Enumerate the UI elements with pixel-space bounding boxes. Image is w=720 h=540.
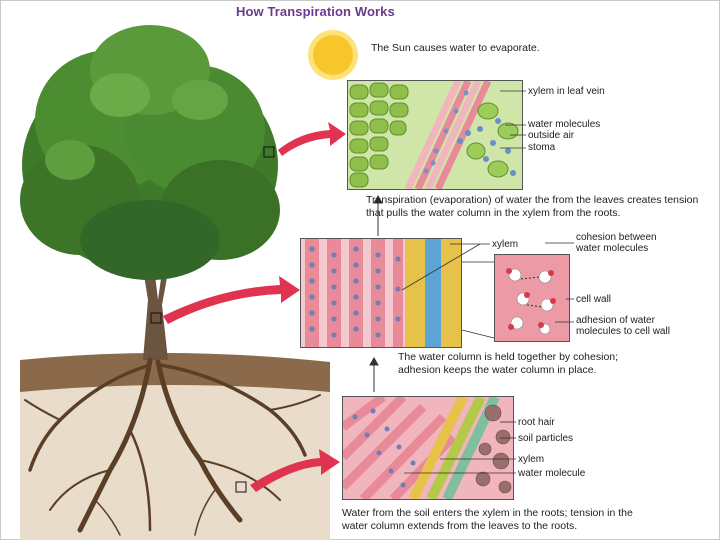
stem-caption: The water column is held together by coh… — [398, 351, 619, 376]
flow-arrows — [369, 194, 383, 392]
label-water-molecule: water molecule — [518, 468, 586, 479]
root-caption: Water from the soil enters the xylem in … — [342, 507, 633, 532]
stem-location-marker — [150, 312, 162, 324]
tree-canopy — [20, 25, 280, 280]
cohesion-detail — [494, 254, 570, 342]
tree-roots — [24, 357, 321, 536]
label-soil-particles: soil particles — [518, 433, 574, 444]
leaf-location-marker — [263, 146, 275, 158]
label-outside-air: outside air — [528, 130, 575, 141]
label-adhesion: adhesion of water molecules to cell wall — [576, 315, 670, 337]
label-cell-wall: cell wall — [576, 294, 612, 305]
sun-icon — [308, 30, 358, 80]
label-xylem-leaf-vein: xylem in leaf vein — [528, 86, 605, 97]
sun-caption: The Sun causes water to evaporate. — [371, 42, 540, 54]
leaf-tissue-drawing — [349, 81, 519, 189]
leaf-cross-section — [347, 80, 523, 190]
label-xylem-root: xylem — [518, 454, 545, 465]
stem-cross-section — [300, 238, 462, 348]
label-xylem-stem: xylem — [492, 239, 519, 250]
label-water-molecules: water molecules — [528, 119, 601, 130]
root-location-marker — [235, 481, 247, 493]
leaf-caption: Transpiration (evaporation) of water the… — [366, 194, 699, 219]
root-tissue-drawing — [343, 397, 512, 499]
stem-xylem-drawing — [305, 239, 461, 347]
water-molecule-detail — [506, 268, 556, 335]
label-cohesion: cohesion between water molecules — [576, 232, 657, 254]
magnify-arrows — [163, 122, 346, 492]
diagram-title: How Transpiration Works — [236, 4, 395, 19]
label-root-hair: root hair — [518, 417, 555, 428]
soil-surface — [20, 352, 330, 392]
label-stoma: stoma — [528, 142, 556, 153]
root-cross-section — [342, 396, 514, 500]
